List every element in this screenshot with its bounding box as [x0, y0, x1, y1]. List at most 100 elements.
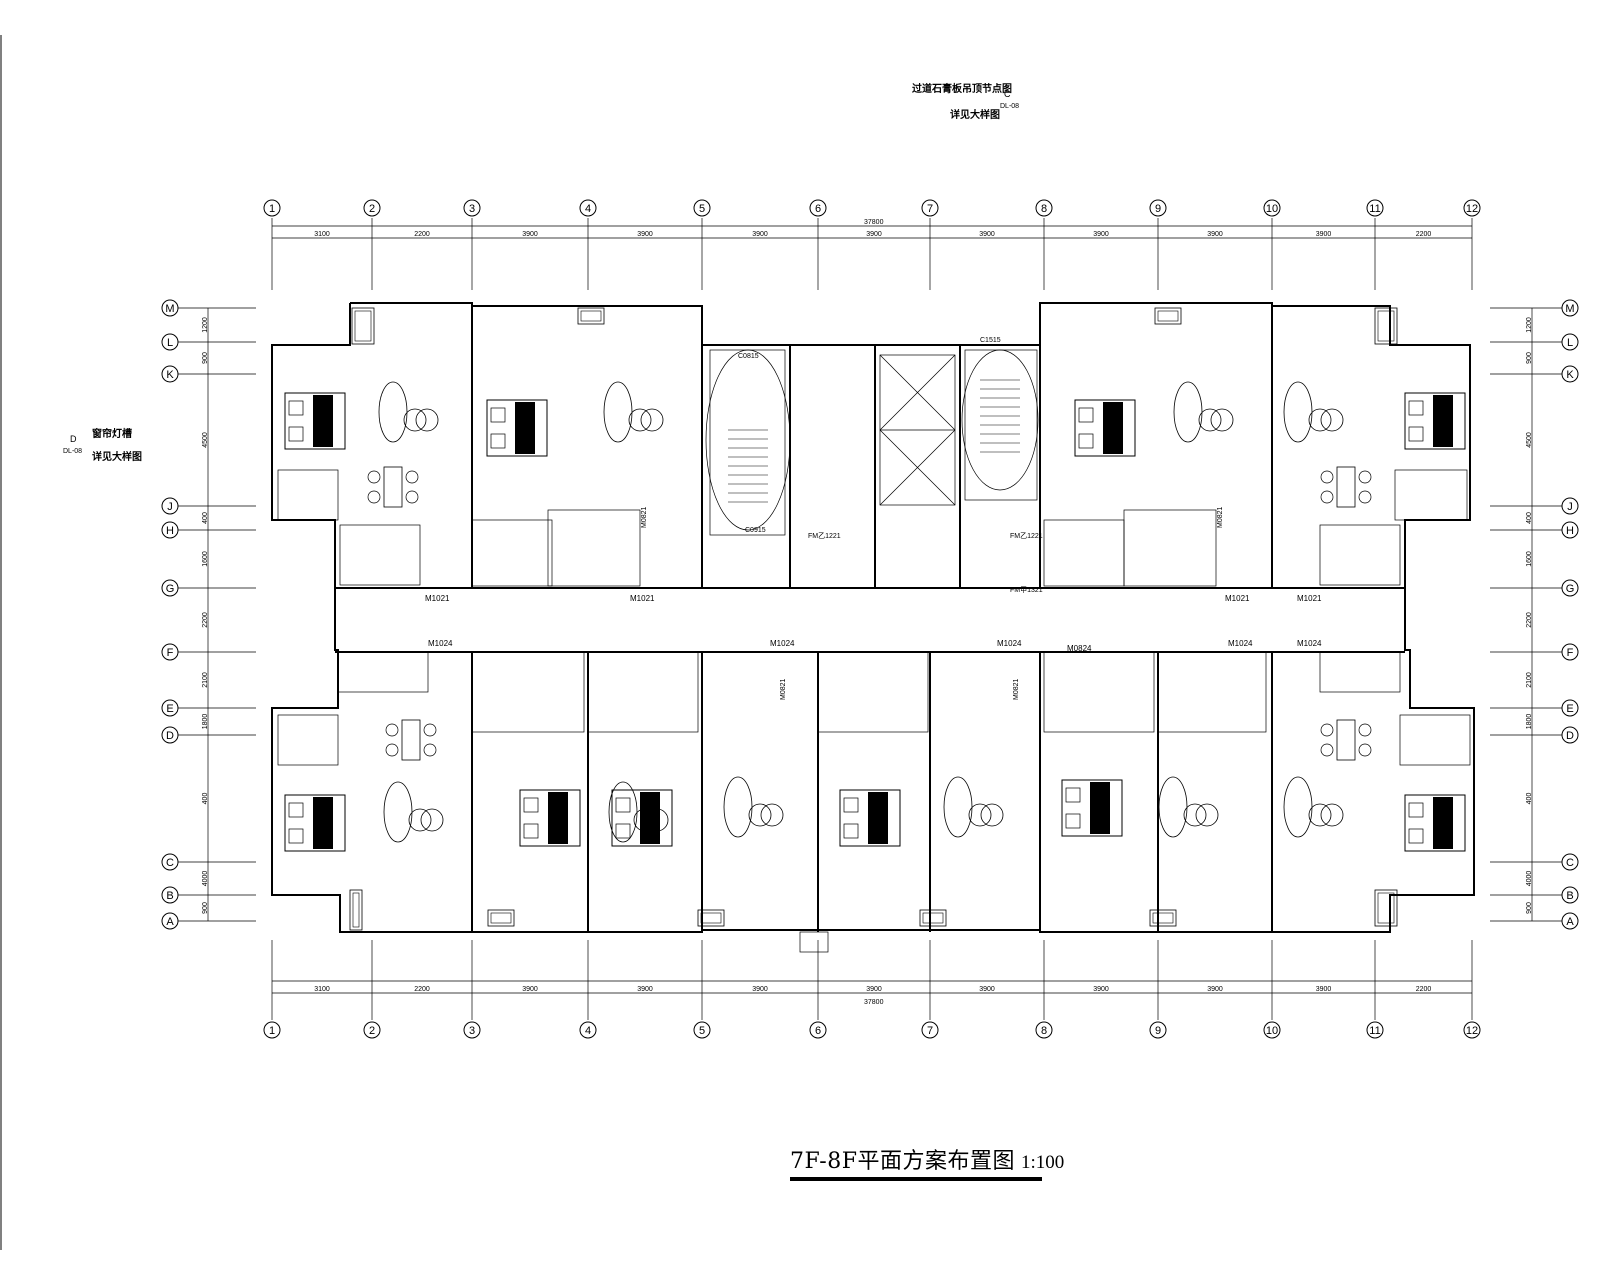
- note-d-line2: 详见大样图: [92, 450, 142, 463]
- bed-icon: [519, 789, 581, 847]
- table-chair-icon: [603, 381, 664, 443]
- grid-bubble-col-3: 3: [463, 1021, 481, 1039]
- right-dim-label: 400: [1526, 512, 1533, 524]
- svg-text:2: 2: [369, 1025, 375, 1037]
- dining-table-icon: [367, 466, 419, 508]
- svg-text:8: 8: [1041, 1025, 1047, 1037]
- left-dim-label: 2100: [202, 672, 209, 688]
- door-label: FM乙1221: [808, 532, 841, 540]
- door-label: M0821: [780, 678, 787, 700]
- grid-bubble-row-G: G: [161, 579, 179, 597]
- top-dim-label: 3900: [522, 231, 538, 238]
- svg-text:12: 12: [1466, 1025, 1478, 1037]
- svg-text:10: 10: [1266, 1025, 1278, 1037]
- grid-bubble-col-12: 12: [1463, 199, 1481, 217]
- table-chair-icon: [1158, 776, 1219, 838]
- bed-icon: [1074, 399, 1136, 457]
- right-dim-label: 1600: [1526, 551, 1533, 567]
- note-c-line1: 过道石膏板吊顶节点图: [912, 82, 1012, 95]
- window-icon: [1149, 909, 1177, 927]
- top-dim-label: 3900: [752, 231, 768, 238]
- svg-text:3: 3: [469, 1025, 475, 1037]
- bed-icon: [1404, 392, 1466, 450]
- grid-bubble-col-10: 10: [1263, 1021, 1281, 1039]
- grid-bubble-col-11: 11: [1366, 1021, 1384, 1039]
- svg-text:G: G: [1566, 583, 1575, 595]
- door-label: M0821: [641, 506, 648, 528]
- table-chair-icon: [723, 776, 784, 838]
- door-label: FM乙1221: [1010, 532, 1043, 540]
- svg-text:B: B: [166, 890, 173, 902]
- window-icon: [349, 889, 363, 931]
- svg-text:7: 7: [927, 1025, 933, 1037]
- window-icon: [1374, 889, 1398, 927]
- grid-bubble-col-2: 2: [363, 1021, 381, 1039]
- left-dim-label: 4000: [202, 871, 209, 887]
- grid-bubble-row-D: D: [1561, 726, 1579, 744]
- grid-bubble-row-C: C: [161, 853, 179, 871]
- door-label: M0821: [1217, 506, 1224, 528]
- right-dim-label: 2100: [1526, 672, 1533, 688]
- plan-scale: 1:100: [1020, 1152, 1065, 1173]
- right-dim-label: 4500: [1526, 432, 1533, 448]
- svg-text:J: J: [1567, 501, 1573, 513]
- right-dim-label: 1200: [1526, 317, 1533, 333]
- bottom-dim-label: 3900: [1207, 986, 1223, 993]
- left-dim-label: 1600: [202, 551, 209, 567]
- grid-bubble-col-2: 2: [363, 199, 381, 217]
- svg-text:F: F: [1567, 647, 1574, 659]
- top-dim-label: 3900: [1093, 231, 1109, 238]
- svg-text:11: 11: [1369, 1025, 1380, 1037]
- door-label: C1515: [980, 337, 1001, 344]
- top-dim-label: 2200: [1416, 231, 1432, 238]
- svg-text:J: J: [167, 501, 173, 513]
- note-d-line1: 窗帘灯槽: [92, 427, 132, 440]
- dimension-lines: [207, 225, 1533, 994]
- window-icon: [1154, 307, 1182, 325]
- window-icon: [351, 307, 375, 345]
- door-label: M0821: [1013, 678, 1020, 700]
- grid-bubble-row-H: H: [1561, 521, 1579, 539]
- right-dim-label: 900: [1526, 352, 1533, 364]
- svg-text:11: 11: [1369, 203, 1380, 215]
- door-label: C0915: [745, 527, 766, 534]
- grid-bubble-row-H: H: [161, 521, 179, 539]
- top-dim-label: 3900: [979, 231, 995, 238]
- svg-text:2: 2: [369, 203, 375, 215]
- window-icon: [487, 909, 515, 927]
- grid-bubble-row-E: E: [1561, 699, 1579, 717]
- grid-bubble-col-12: 12: [1463, 1021, 1481, 1039]
- right-dim-label: 4000: [1526, 871, 1533, 887]
- grid-bubble-row-L: L: [161, 333, 179, 351]
- bed-icon: [839, 789, 901, 847]
- title-underline: [790, 1177, 1042, 1181]
- right-dim-label: 2200: [1526, 612, 1533, 628]
- grid-bubble-col-7: 7: [921, 1021, 939, 1039]
- bed-icon: [611, 789, 673, 847]
- svg-text:K: K: [1566, 369, 1574, 381]
- top-dim-label: 2200: [414, 231, 430, 238]
- bottom-total-dim: 37800: [864, 999, 884, 1006]
- grid-bubble-row-M: M: [1561, 299, 1579, 317]
- grid-bubble-row-B: B: [1561, 886, 1579, 904]
- top-dim-label: 3100: [314, 231, 330, 238]
- left-dim-label: 400: [202, 793, 209, 805]
- svg-text:6: 6: [815, 1025, 821, 1037]
- bed-icon: [284, 392, 346, 450]
- left-dim-label: 4500: [202, 432, 209, 448]
- table-chair-icon: [378, 381, 439, 443]
- svg-text:A: A: [166, 916, 174, 928]
- top-dim-label: 3900: [1207, 231, 1223, 238]
- window-icon: [919, 909, 947, 927]
- grid-bubble-col-3: 3: [463, 199, 481, 217]
- door-label: M1024: [1228, 639, 1253, 648]
- grid-bubble-row-K: K: [1561, 365, 1579, 383]
- svg-text:9: 9: [1155, 203, 1161, 215]
- grid-bubble-col-4: 4: [579, 199, 597, 217]
- grid-bubble-row-B: B: [161, 886, 179, 904]
- dining-table-icon: [1320, 466, 1372, 508]
- top-dim-label: 3900: [1316, 231, 1332, 238]
- bed-icon: [486, 399, 548, 457]
